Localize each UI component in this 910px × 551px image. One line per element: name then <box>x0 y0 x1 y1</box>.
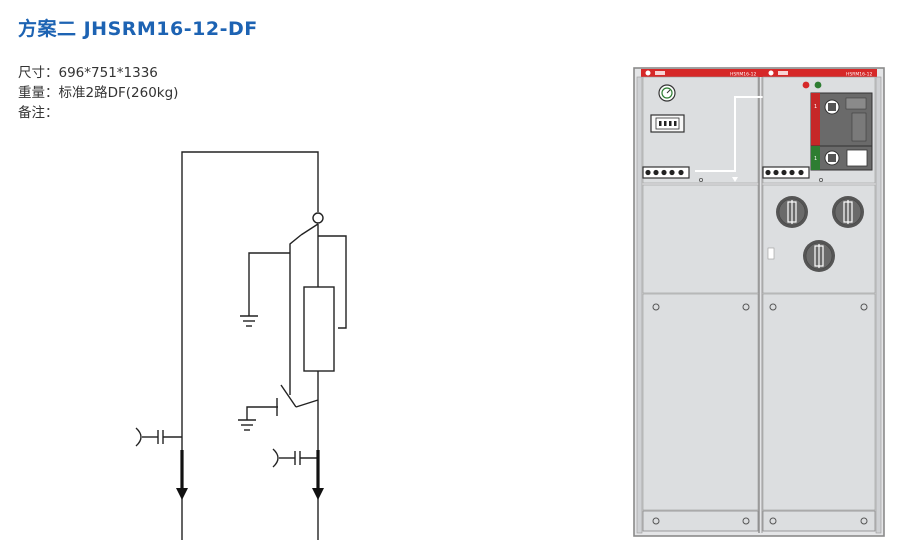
spec-weight-label: 重量： <box>18 85 59 101</box>
green-indicator-light <box>814 81 822 89</box>
left-feeder-line <box>181 151 319 540</box>
spec-note-label: 备注： <box>18 105 59 121</box>
fuse-window-3 <box>803 240 835 272</box>
left-base-plate <box>642 510 759 532</box>
left-cable-terminal <box>135 427 142 447</box>
switch-linkage <box>289 234 302 395</box>
left-lower-door <box>642 293 759 511</box>
right-logo-icon <box>768 70 774 76</box>
spec-size-value: 696*751*1336 <box>58 65 158 81</box>
spec-size: 尺寸：696*751*1336 <box>18 64 158 82</box>
svg-text:1: 1 <box>814 156 817 162</box>
spec-weight-value: 标准2路DF(260kg) <box>58 85 179 101</box>
spec-size-label: 尺寸： <box>18 65 59 81</box>
switch-blade <box>300 223 319 236</box>
right-base-plate <box>762 510 876 532</box>
red-indicator-light <box>802 81 810 89</box>
fuse-window-1 <box>776 196 808 228</box>
door-latch-icon[interactable] <box>767 247 775 260</box>
right-cable-terminal <box>272 448 279 468</box>
cabinet-top-bar <box>641 69 877 77</box>
left-logo-icon <box>645 70 651 76</box>
right-lower-door <box>762 293 876 511</box>
right-brand-text: HSRM16-12 <box>846 72 872 78</box>
left-middle-panel <box>642 184 759 294</box>
fuse-window-2 <box>832 196 864 228</box>
terminal-circle <box>312 212 324 224</box>
earth-switch-lower-blade <box>280 384 297 408</box>
fuse-element <box>303 286 335 372</box>
spec-note: 备注： <box>18 104 59 122</box>
page-title: 方案二 JHSRM16-12-DF <box>18 18 258 40</box>
spec-weight: 重量：标准2路DF(260kg) <box>18 84 178 102</box>
earth-switch-upper <box>248 252 290 316</box>
svg-text:1: 1 <box>814 104 817 110</box>
left-brand-text: HSRM16-12 <box>730 72 756 78</box>
